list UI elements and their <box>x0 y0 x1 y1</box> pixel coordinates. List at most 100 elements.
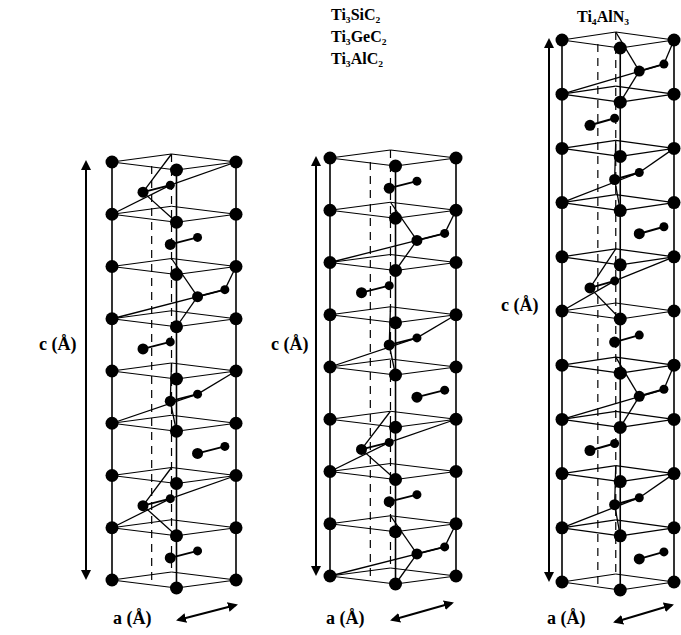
bond-line <box>390 464 456 472</box>
axis-label: a (Å) <box>546 609 587 629</box>
a-axis-arrow <box>615 605 672 622</box>
atom <box>170 477 183 490</box>
compound-formula: Ti₃GeC₂ <box>330 28 388 46</box>
atom <box>106 365 119 378</box>
bond-line <box>590 444 615 451</box>
atom <box>668 305 681 318</box>
bond-line <box>664 365 674 389</box>
bond-line <box>562 303 616 311</box>
bond-line <box>417 390 445 397</box>
bond-line <box>172 520 236 528</box>
bond-line <box>620 148 674 156</box>
bond-line <box>562 520 616 528</box>
bond-line <box>176 214 236 222</box>
atom <box>614 421 627 434</box>
bond-line <box>639 552 664 559</box>
bond-line <box>615 335 640 342</box>
axis-label: a (Å) <box>325 609 366 629</box>
bond-line <box>616 357 674 365</box>
bond-line <box>112 259 172 267</box>
atom <box>668 88 681 101</box>
atom <box>389 369 402 382</box>
bond-line <box>330 233 445 262</box>
compound-formula: Ti₄AlN₃ <box>576 8 630 26</box>
c-axis-arrow <box>548 40 550 580</box>
atom <box>450 256 463 269</box>
bond-line <box>616 140 674 148</box>
bond-line <box>616 466 674 474</box>
bond-line <box>562 389 664 419</box>
bond-line <box>390 307 456 315</box>
atom <box>668 521 681 534</box>
bond-line <box>615 140 616 179</box>
bond-line <box>172 259 198 297</box>
bond-line <box>562 140 616 148</box>
atom <box>450 570 463 583</box>
bond-line <box>330 255 390 263</box>
bond-line <box>172 259 236 267</box>
atom <box>230 417 243 430</box>
bond-line <box>639 474 674 498</box>
bond-line <box>562 357 616 365</box>
bond-line <box>562 94 620 102</box>
bond-line <box>562 311 620 319</box>
bond-line <box>620 203 674 211</box>
bond-line <box>390 150 456 158</box>
bond-line <box>143 342 170 349</box>
bond-line <box>176 319 236 327</box>
atom <box>450 465 463 478</box>
atom <box>170 320 183 333</box>
bond-line <box>112 520 172 528</box>
atom <box>324 152 337 165</box>
bond-line <box>176 476 236 484</box>
bond-line <box>172 363 236 371</box>
bond-line <box>170 162 236 185</box>
bond-line <box>389 419 456 442</box>
bond-line <box>389 495 417 502</box>
bond-line <box>620 311 674 319</box>
bond-line <box>620 365 674 373</box>
bond-line <box>390 359 456 367</box>
label-text: c (Å) <box>38 334 77 354</box>
bond-line <box>562 582 620 590</box>
bond-line <box>112 311 172 319</box>
bond-line <box>330 315 396 323</box>
bond-line <box>330 359 390 367</box>
bond-line <box>445 524 456 547</box>
bond-line <box>330 158 396 166</box>
bond-line <box>390 411 456 419</box>
bond-line <box>562 574 616 582</box>
bond-line <box>112 394 198 423</box>
atom <box>170 425 183 438</box>
bond-line <box>562 474 620 482</box>
bond-line <box>562 64 664 94</box>
bond-line <box>390 568 456 576</box>
atom <box>230 208 243 221</box>
atom <box>614 96 627 109</box>
atom <box>106 260 119 273</box>
axis-label: c (Å) <box>270 335 309 355</box>
atom <box>324 465 337 478</box>
label-text: a (Å) <box>112 608 153 628</box>
bond-line <box>616 520 674 528</box>
atom <box>324 204 337 217</box>
bond-line <box>620 94 674 102</box>
atom <box>556 413 569 426</box>
bond-line <box>112 363 172 371</box>
bond-line <box>112 162 176 170</box>
atom <box>450 361 463 374</box>
atom <box>668 196 681 209</box>
atom <box>556 359 569 372</box>
atom <box>556 467 569 480</box>
bond-line <box>330 210 396 218</box>
bond-line <box>562 419 620 427</box>
bond-line <box>396 524 456 532</box>
bond-line <box>198 371 236 394</box>
bond-line <box>616 303 674 311</box>
bond-line <box>330 516 390 524</box>
bond-line <box>170 237 197 244</box>
bond-line <box>172 415 236 423</box>
bond-line <box>370 162 371 580</box>
bond-line <box>620 257 674 265</box>
bond-line <box>112 267 176 275</box>
